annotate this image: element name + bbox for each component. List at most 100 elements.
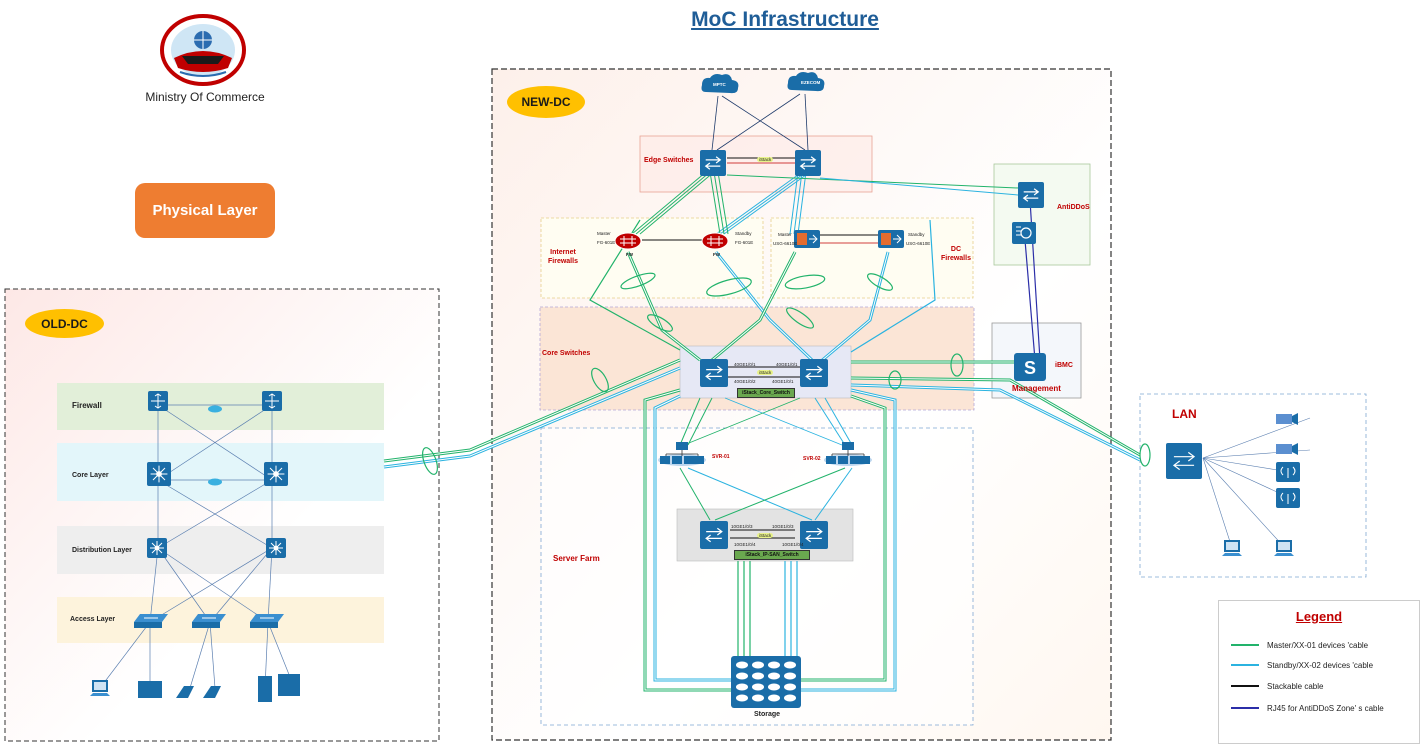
legend-item-standby: Standby/XX-02 devices 'cable (1231, 658, 1373, 672)
old-pc-icon (90, 680, 110, 696)
antiddos-switch-icon (1018, 182, 1044, 208)
old-layer-firewall: Firewall (72, 401, 102, 410)
legend-swatch-rj45 (1231, 707, 1259, 709)
core-switch-b-icon (800, 359, 828, 387)
core-stack-label: iStack_Core_Switch (737, 388, 795, 398)
core-storage-right-b (800, 389, 896, 691)
core-svr1-b (687, 397, 713, 446)
old-layer-access: Access Layer (70, 616, 116, 623)
inet-fw-master-label: Master (597, 231, 611, 236)
isp-ezecom-link-1 (804, 93, 809, 151)
legend-label-rj45: RJ45 for AntiDDoS Zone' s cable (1267, 703, 1384, 713)
core-svr1-a (679, 397, 701, 446)
inet-fw-standby-label: Standby (735, 231, 752, 236)
old-core-a-icon (147, 462, 171, 486)
internet-fw-label: Internet Firewalls (548, 249, 578, 265)
core-lan-master-b (850, 377, 1141, 456)
new-dc-badge: NEW-DC (507, 86, 585, 118)
dc-fw-master-label: Master (778, 232, 792, 237)
lan-link-2 (1202, 457, 1291, 473)
edge-b-fw2-0 (789, 171, 799, 235)
edge-antiddos-master (726, 174, 1019, 189)
isp-ezecom-icon (787, 72, 825, 92)
cable-bundle-0 (422, 447, 438, 475)
old-server-icon (258, 676, 272, 702)
legend-swatch-stack (1231, 685, 1259, 687)
core-switches-label: Core Switches (542, 350, 591, 357)
edge-a-fw-1 (635, 171, 711, 235)
antiddos-detector-icon (1012, 222, 1036, 244)
cable-bundle-3 (706, 277, 752, 297)
old-layer-distribution: Distribution Layer (72, 547, 132, 554)
dc-fw-master-model: USG-6610E (773, 241, 798, 246)
ipsan-switch-a-icon (700, 521, 728, 549)
core-switch-a-icon (700, 359, 728, 387)
legend-title: Legend (1295, 609, 1343, 624)
legend-swatch-master (1231, 644, 1259, 646)
old-link-19 (209, 621, 216, 689)
ibmc-label: iBMC (1055, 362, 1073, 369)
internet-fw-area (540, 217, 764, 299)
edge-a-fw-0 (631, 171, 707, 235)
ipsan-switch-b-icon (800, 521, 828, 549)
edge-switch-b-icon (795, 150, 821, 176)
ipsan-stack-label: iStack_IP-SAN_Switch (734, 550, 810, 560)
edge-core-standby-r (850, 219, 936, 353)
edge-a-fw2-2 (717, 171, 729, 235)
cable-bundle-10 (1139, 443, 1151, 467)
old-link-11 (157, 547, 211, 623)
lan-ap-a-icon (1276, 462, 1300, 482)
lan-zone (1139, 393, 1367, 578)
san-a-port-bot: 10GE1/0/4 (734, 542, 756, 547)
edge-antiddos-standby (819, 177, 1019, 196)
lan-link-0 (1202, 417, 1311, 459)
edge-a-fw-2 (639, 171, 715, 235)
old-dist-a-icon (147, 538, 167, 558)
edge-istack-label: iStack (757, 157, 774, 162)
old-link-9 (157, 479, 273, 549)
core-b-port-top: 40GE1/0/1 (776, 362, 798, 367)
cable-bundle-6 (867, 273, 893, 291)
old-link-14 (209, 547, 273, 623)
core-svr2-x (683, 397, 801, 446)
old-dc-dist-band (57, 526, 384, 574)
isp-mptc-link-1 (711, 95, 719, 151)
svr-01-icon (658, 442, 706, 466)
svg-text:S: S (1024, 358, 1036, 378)
cable-bundle-8 (950, 353, 964, 377)
diagram-title: MoC Infrastructure (691, 8, 879, 31)
dc-fw-label: DC Firewalls (941, 246, 971, 262)
old-new-standby-b (383, 367, 681, 468)
edge-b-fw2-2 (797, 171, 807, 235)
inet-fw-master-model: FG-601E (597, 240, 616, 245)
antiddos-area (993, 163, 1091, 266)
antiddos-mgmt-2 (1024, 239, 1036, 361)
cable-bundle-4 (647, 314, 673, 332)
inet-fw-b-icon (701, 232, 729, 250)
legend-item-master: Master/XX-01 devices 'cable (1231, 638, 1368, 652)
cable-bundle-1 (591, 367, 609, 393)
cable-bundle-9 (888, 370, 902, 390)
legend-label-standby: Standby/XX-02 devices 'cable (1267, 660, 1374, 670)
old-fw-ha-icon (208, 405, 222, 413)
svr1-san-b (687, 467, 813, 521)
old-core-ha-icon (208, 478, 222, 486)
isp-ezecom-label: EZECOM (801, 80, 821, 85)
core-svr2-b (824, 397, 853, 446)
lan-pc-b-icon (1274, 540, 1294, 556)
legend-swatch-standby (1231, 664, 1259, 666)
org-name: Ministry Of Commerce (145, 90, 265, 104)
legend-item-stack: Stackable cable (1231, 679, 1323, 693)
old-dc-badge: OLD-DC (25, 309, 104, 338)
svr-02-label: SVR-02 (803, 456, 821, 462)
old-layer-core: Core Layer (72, 472, 109, 479)
core-a-port-bot: 40GE1/0/2 (734, 379, 756, 384)
lan-link-3 (1202, 457, 1291, 499)
old-link-15 (267, 547, 273, 623)
old-link-18 (189, 621, 211, 689)
old-link-16 (99, 621, 151, 689)
old-phone-icon (176, 686, 221, 698)
isp-mptc-link-2 (721, 95, 806, 151)
inet-fw-b-core-b (715, 251, 813, 361)
